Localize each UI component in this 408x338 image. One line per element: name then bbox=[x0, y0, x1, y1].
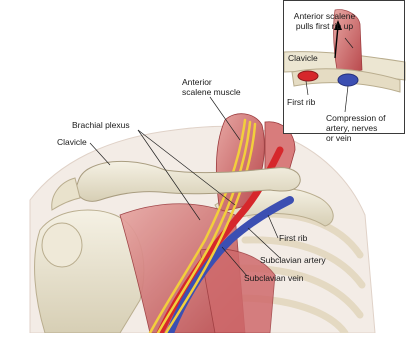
inset-label-anterior-scalene: Anterior scalene pulls first rib up bbox=[282, 11, 367, 31]
inset-label-compression: Compression of artery, nerves or vein bbox=[326, 113, 386, 143]
inset-label-compression-line3: or vein bbox=[326, 133, 386, 143]
inset-label-clavicle: Clavicle bbox=[288, 53, 318, 63]
humeral-head bbox=[42, 223, 82, 267]
inset-label-first-rib: First rib bbox=[287, 97, 315, 107]
label-subclavian-vein: Subclavian vein bbox=[244, 273, 304, 283]
inset-label-anterior-scalene-line2: pulls first rib up bbox=[282, 21, 367, 31]
label-anterior-scalene-line1: Anterior bbox=[182, 77, 241, 87]
inset-label-compression-line1: Compression of bbox=[326, 113, 386, 123]
label-anterior-scalene-line2: scalene muscle bbox=[182, 87, 241, 97]
label-subclavian-artery: Subclavian artery bbox=[260, 255, 326, 265]
label-brachial-plexus: Brachial plexus bbox=[72, 120, 130, 130]
label-first-rib: First rib bbox=[279, 233, 307, 243]
inset-label-compression-line2: artery, nerves bbox=[326, 123, 386, 133]
inset-label-anterior-scalene-line1: Anterior scalene bbox=[282, 11, 367, 21]
label-anterior-scalene: Anterior scalene muscle bbox=[182, 77, 241, 97]
label-clavicle: Clavicle bbox=[57, 137, 87, 147]
